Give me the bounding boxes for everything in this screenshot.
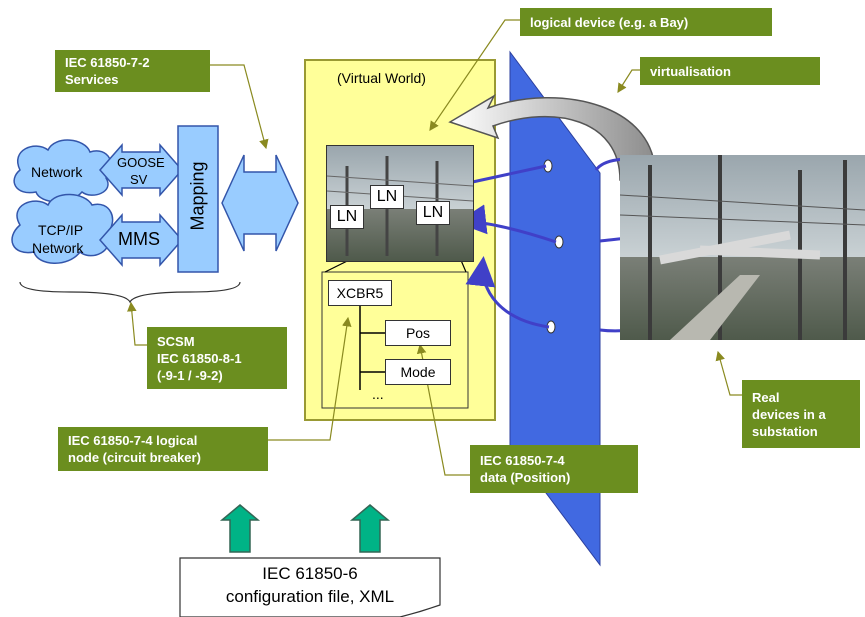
leader-logical-node — [268, 316, 352, 441]
ln-box-3: LN — [416, 201, 450, 225]
leader-real-devices — [715, 350, 742, 396]
virtualisation-arrow — [448, 94, 656, 181]
label-logical-node-line2: node (circuit breaker) — [68, 450, 201, 465]
network-cloud — [13, 139, 112, 203]
mapping-box — [177, 125, 219, 273]
tree-node-mode: Mode — [385, 359, 451, 385]
ln-box-2: LN — [330, 205, 364, 229]
virtual-world-label: (Virtual World) — [337, 70, 426, 86]
leader-logical-device — [429, 19, 520, 131]
network-cloud-label: Network — [31, 164, 83, 180]
mms-label: MMS — [118, 229, 160, 249]
sv-label: SV — [130, 172, 148, 187]
goose-label: GOOSE — [117, 155, 165, 170]
label-virtualisation: virtualisation — [640, 57, 820, 85]
config-file-line1: IEC 61850-6 — [262, 564, 358, 583]
ln-box-1: LN — [370, 185, 404, 209]
label-data-position-line1: IEC 61850-7-4 — [480, 453, 565, 468]
substation-photo — [620, 155, 865, 340]
label-scsm-line2: IEC 61850-8-1 — [157, 350, 242, 366]
tcpip-cloud-label-2: Network — [32, 240, 84, 256]
leader-virtualisation — [617, 69, 640, 94]
label-virtualisation-text: virtualisation — [650, 63, 731, 79]
services-arrow — [221, 154, 299, 252]
label-logical-device-text: logical device (e.g. a Bay) — [530, 14, 689, 30]
goose-sv-arrow — [99, 143, 183, 197]
label-scsm-line1: SCSM — [157, 333, 195, 349]
label-data-position-line2: data (Position) — [480, 470, 571, 485]
label-services-line2: Services — [65, 72, 119, 87]
label-real-devices-line2: devices in a — [752, 406, 826, 422]
label-real-devices-line1: Real — [752, 389, 780, 405]
leader-data-position — [416, 343, 470, 476]
label-services: IEC 61850-7-2 Services — [55, 50, 210, 92]
label-data-position: IEC 61850-7-4 data (Position) — [470, 445, 638, 493]
config-file-line2: configuration file, XML — [225, 587, 395, 606]
tree-root-xcbr5: XCBR5 — [328, 280, 392, 306]
leader-services — [210, 64, 269, 150]
tree-node-pos: Pos — [385, 320, 451, 346]
plane-hole-2 — [554, 235, 564, 249]
tree-more: ... — [372, 386, 384, 402]
mapping-label: Mapping — [187, 161, 208, 231]
network-brace — [19, 281, 241, 304]
link-ln-3 — [465, 256, 550, 329]
config-up-arrow-left — [219, 504, 261, 553]
label-real-devices: Real devices in a substation — [742, 380, 860, 448]
label-logical-device: logical device (e.g. a Bay) — [520, 8, 772, 36]
config-up-arrow-right — [349, 504, 391, 553]
label-scsm: SCSM IEC 61850-8-1 (-9-1 / -9-2) — [147, 327, 287, 389]
label-logical-node: IEC 61850-7-4 logical node (circuit brea… — [58, 427, 268, 471]
tcpip-cloud-label-1: TCP/IP — [38, 222, 84, 238]
label-logical-node-line1: IEC 61850-7-4 logical — [68, 433, 198, 448]
leader-scsm — [127, 301, 147, 346]
label-services-line1: IEC 61850-7-2 — [65, 55, 150, 70]
label-scsm-line3: (-9-1 / -9-2) — [157, 367, 223, 383]
label-real-devices-line3: substation — [752, 423, 818, 439]
